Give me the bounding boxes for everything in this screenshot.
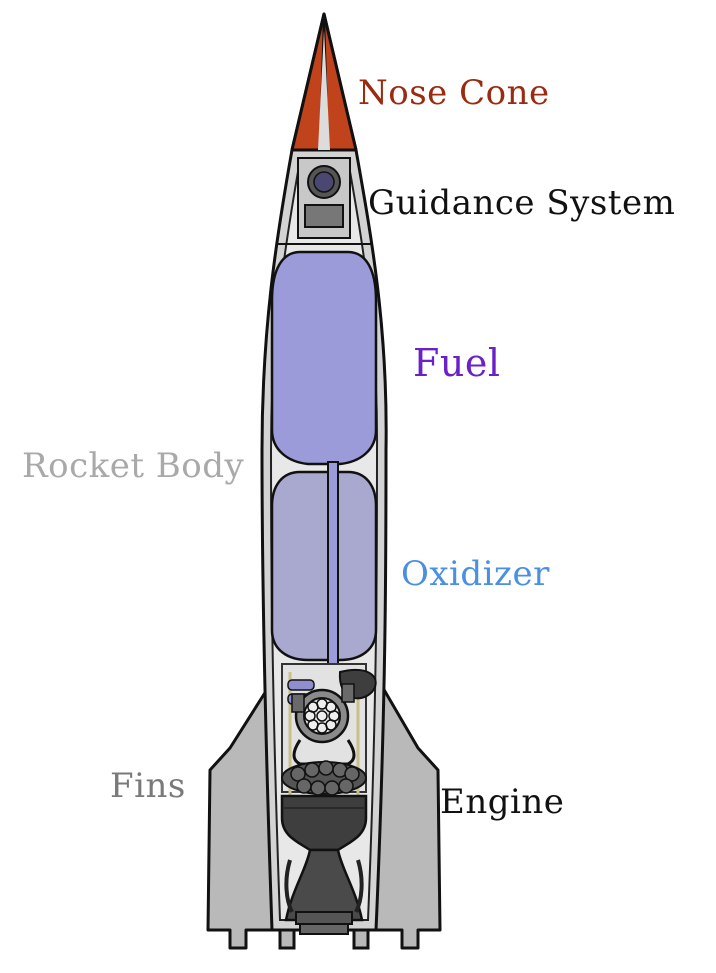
- rocket-body-label: Rocket Body: [22, 446, 245, 486]
- oxidizer-label: Oxidizer: [401, 554, 550, 594]
- nozzle-base: [299, 923, 349, 935]
- fuel-label: Fuel: [413, 341, 501, 385]
- fuel-tank: [270, 250, 378, 466]
- pump-housing-right: [341, 683, 355, 703]
- guidance-system-label: Guidance System: [368, 183, 676, 223]
- injector-head: [281, 760, 367, 796]
- nozzle-pipes: [284, 859, 364, 913]
- oxidizer-tank: [270, 470, 378, 662]
- nozzle-exit: [295, 911, 353, 925]
- fin-tab-right: [352, 928, 370, 950]
- fuel-feed-pipe: [327, 461, 339, 691]
- nose-cone-label: Nose Cone: [358, 73, 550, 113]
- turbopump-blades: [304, 698, 340, 734]
- guidance-gyro-inner: [313, 171, 335, 193]
- turbopump-rotor: [303, 697, 341, 735]
- fin-tab-left: [278, 928, 296, 950]
- nose-cone-core: [318, 30, 330, 150]
- fins-label: Fins: [110, 766, 186, 806]
- guidance-box: [304, 204, 344, 228]
- pump-pipe-left: [287, 679, 315, 691]
- pump-housing-left: [291, 693, 305, 713]
- engine-label: Engine: [440, 782, 565, 822]
- engine-nozzle: [284, 848, 364, 922]
